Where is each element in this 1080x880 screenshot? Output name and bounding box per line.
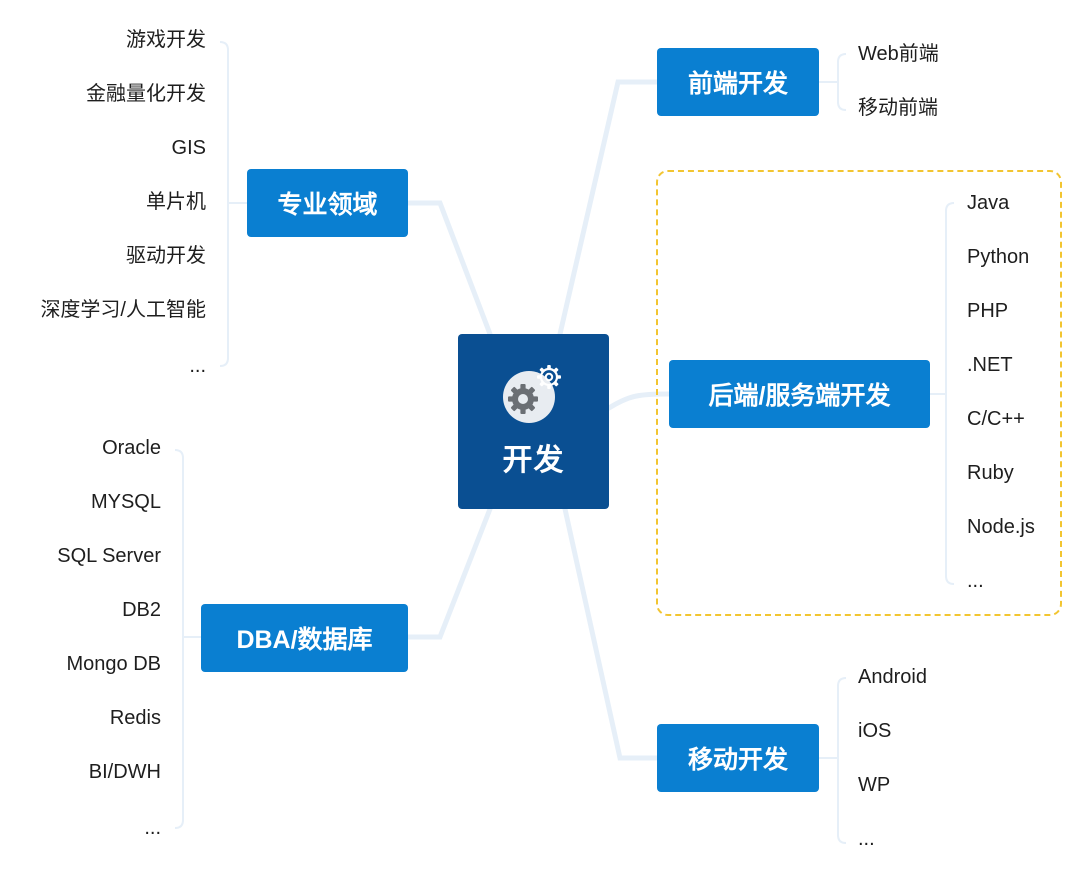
- gears-icon: [502, 364, 561, 423]
- leaf-dba-more[interactable]: ...: [144, 817, 161, 839]
- leaf-dba-mysql[interactable]: MYSQL: [90, 491, 161, 513]
- bracket-dba: [174, 449, 201, 829]
- leaf-domain-game[interactable]: 游戏开发: [126, 29, 206, 51]
- leaf-domain-ai[interactable]: 深度学习/人工智能: [40, 299, 206, 321]
- topic-domain[interactable]: 专业领域: [247, 169, 408, 237]
- leaf-backend-cpp[interactable]: C/C++: [967, 408, 1025, 430]
- bracket-domain: [219, 41, 247, 367]
- backend-highlight-box: [656, 170, 1062, 616]
- center-node[interactable]: 开发: [458, 334, 609, 509]
- leaf-dba-db2[interactable]: DB2: [122, 599, 161, 621]
- leaf-frontend-web[interactable]: Web前端: [858, 43, 939, 65]
- leaf-backend-php[interactable]: PHP: [967, 300, 1009, 322]
- center-label: 开发: [502, 443, 565, 477]
- topic-dba[interactable]: DBA/数据库: [201, 604, 408, 672]
- leaf-dba-bidwh[interactable]: BI/DWH: [88, 761, 161, 783]
- leaf-backend-more[interactable]: ...: [967, 570, 984, 592]
- leaf-mobile-ios[interactable]: iOS: [858, 720, 892, 742]
- link-center-mobile: [562, 506, 660, 761]
- leaf-mobile-android[interactable]: Android: [858, 666, 927, 688]
- topic-mobile[interactable]: 移动开发: [657, 724, 819, 792]
- topic-frontend[interactable]: 前端开发: [657, 48, 819, 116]
- leaf-dba-sqlserver[interactable]: SQL Server: [57, 545, 161, 567]
- link-center-backend: [606, 391, 672, 411]
- leaf-domain-more[interactable]: ...: [189, 355, 206, 377]
- link-center-dba: [405, 506, 493, 640]
- leaf-dba-oracle[interactable]: Oracle: [102, 437, 161, 459]
- leaf-backend-ruby[interactable]: Ruby: [967, 462, 1014, 484]
- leaf-dba-mongodb[interactable]: Mongo DB: [66, 653, 162, 675]
- leaf-backend-java[interactable]: Java: [967, 192, 1010, 214]
- leaf-frontend-mobile[interactable]: 移动前端: [858, 97, 938, 119]
- bracket-backend: [930, 202, 955, 585]
- leaf-backend-dotnet[interactable]: .NET: [967, 354, 1013, 376]
- bracket-mobile: [819, 677, 847, 844]
- leaf-backend-python[interactable]: Python: [967, 246, 1030, 268]
- topic-backend[interactable]: 后端/服务端开发: [669, 360, 930, 428]
- leaf-domain-gis[interactable]: GIS: [171, 137, 206, 159]
- leaf-backend-nodejs[interactable]: Node.js: [967, 516, 1035, 538]
- link-center-domain: [405, 200, 493, 337]
- leaf-dba-redis[interactable]: Redis: [109, 707, 161, 729]
- leaf-domain-mcu[interactable]: 单片机: [146, 191, 206, 213]
- leaf-domain-quant[interactable]: 金融量化开发: [86, 83, 206, 105]
- leaf-mobile-more[interactable]: ...: [858, 828, 875, 850]
- link-center-frontend: [557, 79, 660, 337]
- leaf-mobile-wp[interactable]: WP: [858, 774, 891, 796]
- bracket-frontend: [819, 53, 847, 111]
- leaf-domain-driver[interactable]: 驱动开发: [126, 245, 206, 267]
